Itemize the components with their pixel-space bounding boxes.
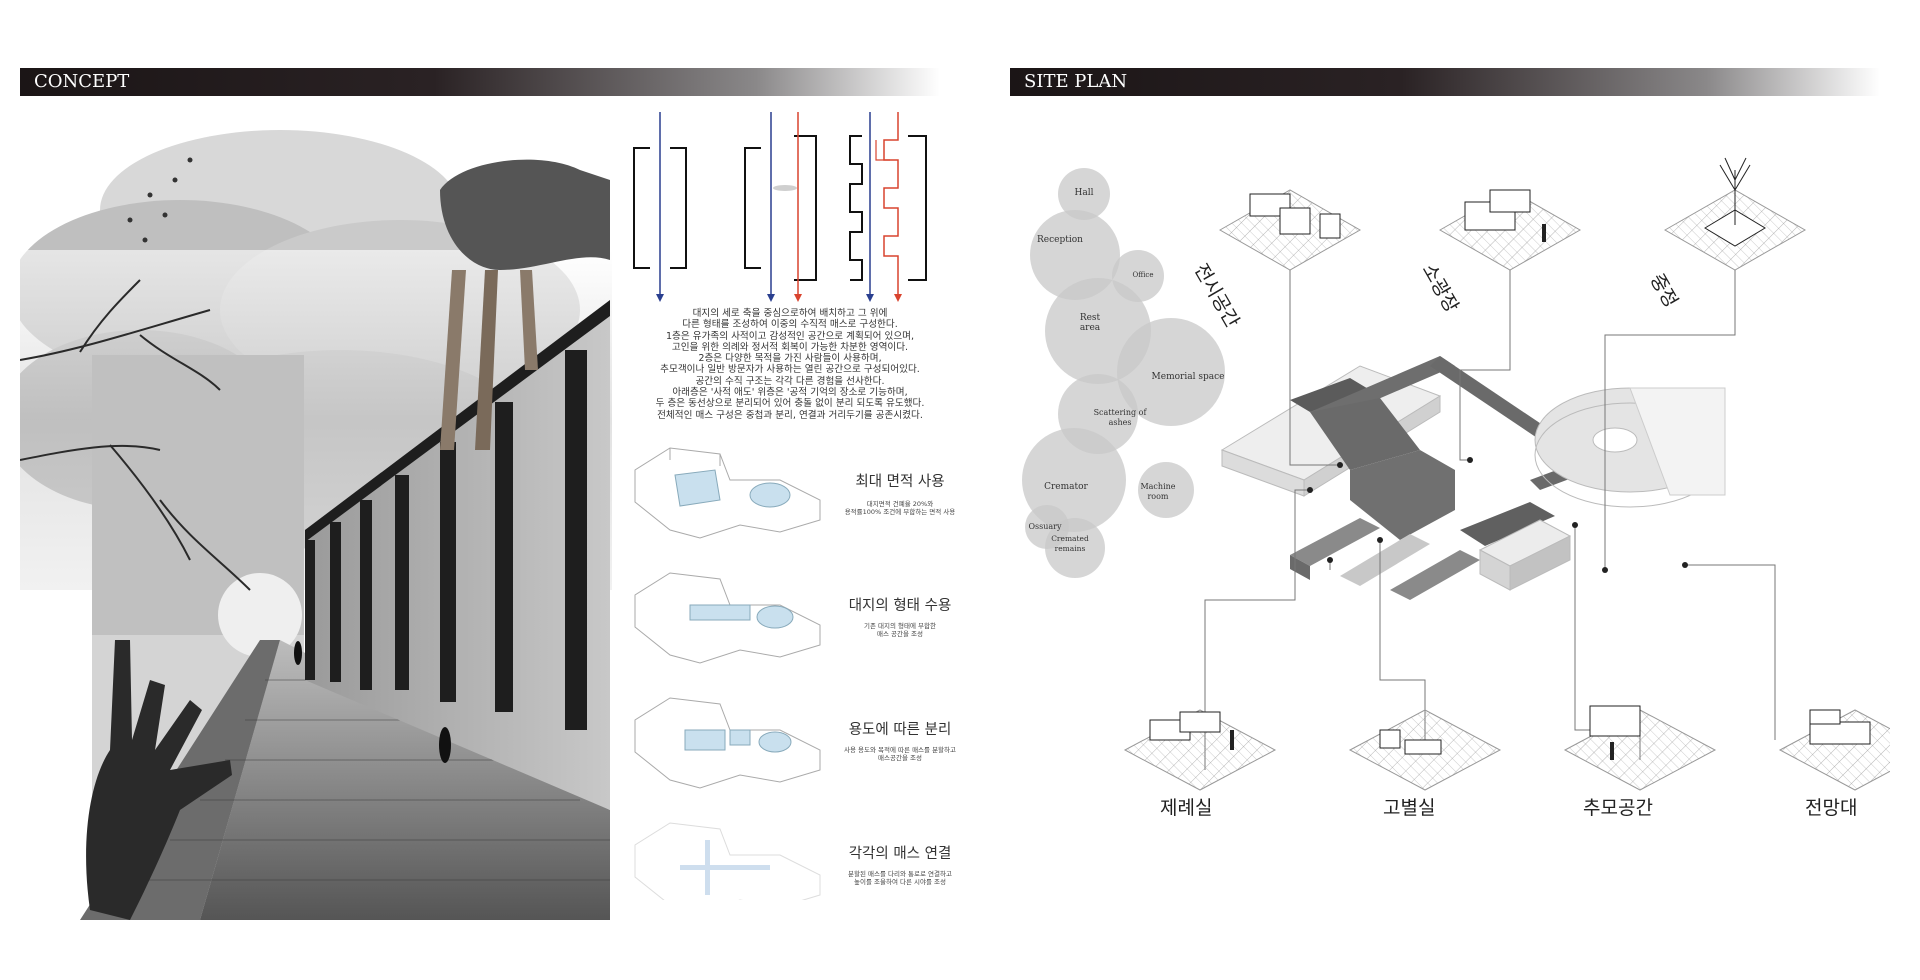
concept-circulation-diagram bbox=[633, 112, 927, 302]
bubble-label: Machine room bbox=[1138, 482, 1178, 502]
bubble-label: Cremator bbox=[1044, 482, 1088, 492]
bubble-label-line: Rest bbox=[1079, 313, 1101, 323]
concept-description: 대지의 세로 축을 중심으로하여 배치하고 그 위에 다른 형태를 조성하여 이… bbox=[625, 308, 955, 421]
bubble-cremated-remains bbox=[1045, 518, 1105, 578]
mass-evolution-sketches bbox=[634, 447, 821, 900]
bubble-label-line: Machine bbox=[1140, 482, 1176, 491]
concept-line: 고인을 위한 의례와 정서적 회복이 가능한 차분한 영역이다. bbox=[671, 341, 909, 353]
bubble-label: Hall bbox=[1074, 188, 1094, 198]
concept-line: 전체적인 매스 구성은 중첩과 분리, 연결과 거리두기를 공존시켰다. bbox=[657, 409, 923, 421]
bubble-label: Memorial space bbox=[1151, 372, 1225, 382]
step-description: 기존 대지의 형태에 부합한 매스 공간을 조성 bbox=[825, 622, 975, 638]
site-plan-title: SITE PLAN bbox=[1024, 71, 1128, 92]
bubble-label-line: room bbox=[1147, 492, 1169, 501]
step-description: 사용 용도와 목적에 따른 매스를 분할하고 매스공간을 조성 bbox=[825, 746, 975, 762]
step-desc-line: 매스공간을 조성 bbox=[878, 754, 922, 762]
step-title: 최대 면적 사용 bbox=[855, 474, 945, 490]
vignette-exhibition bbox=[1218, 189, 1362, 271]
bubble-label: Cremated remains bbox=[1040, 534, 1100, 554]
bubble-label: Rest area bbox=[1070, 313, 1110, 333]
step-title: 용도에 따른 분리 bbox=[848, 722, 952, 738]
bubble-label: Ossuary bbox=[1028, 522, 1062, 531]
concept-line: 2층은 다양한 목적을 가진 사람들이 사용하며, bbox=[698, 353, 882, 365]
label-memorial-space: 추모공간 bbox=[1583, 797, 1653, 819]
concept-line: 공간의 수직 구조는 각각 다른 경험을 선사한다. bbox=[695, 375, 885, 387]
concept-header: CONCEPT bbox=[20, 68, 940, 96]
bubble-label-line: remains bbox=[1054, 544, 1086, 553]
bubble-label: Reception bbox=[1037, 235, 1083, 245]
label-ritual-room: 제례실 bbox=[1160, 797, 1213, 819]
step-title: 대지의 형태 수용 bbox=[848, 598, 952, 614]
bubble-label-line: Scattering of bbox=[1093, 408, 1147, 417]
concept-line: 대지의 세로 축을 중심으로하여 배치하고 그 위에 bbox=[692, 308, 888, 319]
concept-title: CONCEPT bbox=[34, 71, 130, 92]
bubble-label-line: ashes bbox=[1108, 418, 1132, 427]
bubble-label-line: area bbox=[1079, 323, 1101, 333]
concept-line: 아래층은 '사적 애도' 위층은 '공적 기억의 장소로 기능하며, bbox=[672, 387, 908, 399]
bubble-label: Office bbox=[1132, 271, 1154, 279]
step-desc-line: 분할된 매스를 다리와 통로로 연결하고 bbox=[848, 870, 952, 878]
site-plan-header: SITE PLAN bbox=[1010, 68, 1880, 96]
step-desc-line: 매스 공간을 조성 bbox=[877, 630, 923, 638]
step-description: 분할된 매스를 다리와 통로로 연결하고 높이를 조율하여 다른 시야를 조성 bbox=[825, 870, 975, 886]
concept-line: 두 층은 동선상으로 분리되어 있어 충돌 없이 분리 되도록 유도했다. bbox=[655, 398, 925, 410]
site-plan-axonometric bbox=[1123, 157, 1890, 791]
step-description: 대지면적 건폐율 20%와 용적률100% 조건에 부합하는 면적 사용 bbox=[825, 500, 975, 516]
concept-line: 추모객이나 일반 방문자가 사용하는 열린 공간으로 구성되어있다. bbox=[660, 364, 920, 376]
bubble-label-line: Cremated bbox=[1051, 534, 1089, 543]
step-desc-line: 대지면적 건폐율 20%와 bbox=[866, 500, 934, 508]
concept-collage-image bbox=[20, 120, 612, 920]
step-desc-line: 높이를 조율하여 다른 시야를 조성 bbox=[854, 878, 946, 886]
concept-line: 다른 형태를 조성하여 이중의 수직적 매스로 구성한다. bbox=[682, 319, 898, 331]
step-title: 각각의 매스 연결 bbox=[848, 846, 952, 862]
label-farewell-room: 고별실 bbox=[1383, 797, 1436, 819]
label-observatory: 전망대 bbox=[1805, 797, 1858, 819]
step-desc-line: 용적률100% 조건에 부합하는 면적 사용 bbox=[844, 508, 956, 516]
bubble-machine-room bbox=[1138, 462, 1194, 518]
step-desc-line: 기존 대지의 형태에 부합한 bbox=[864, 622, 936, 630]
concept-line: 1층은 유가족의 사적이고 감성적인 공간으로 계획되어 있으며, bbox=[665, 330, 915, 342]
bubble-label: Scattering of ashes bbox=[1080, 408, 1160, 428]
step-desc-line: 사용 용도와 목적에 따른 매스를 분할하고 bbox=[844, 746, 956, 754]
